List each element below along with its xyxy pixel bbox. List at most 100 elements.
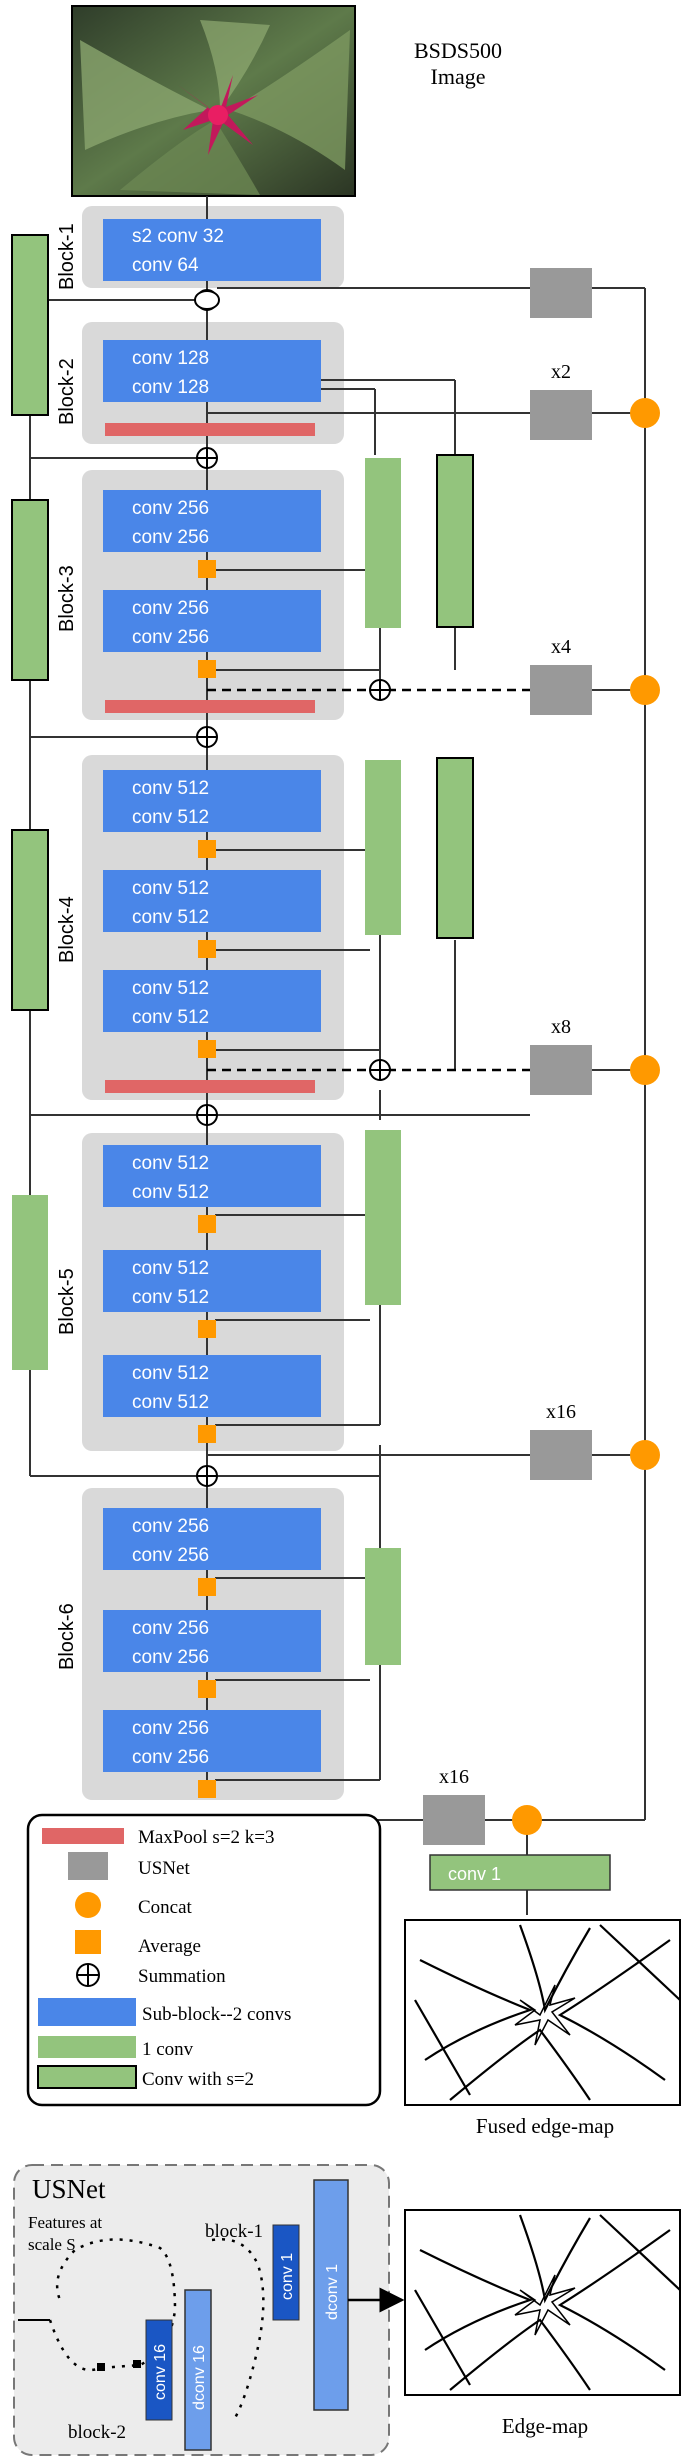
subblock <box>103 970 321 1032</box>
average-nodes <box>198 560 216 1798</box>
usnet-box <box>530 665 592 715</box>
legend-usnet: USNet <box>138 1858 190 1879</box>
subblock-text: s2 conv 32 <box>132 226 224 247</box>
subblock-text: conv 512 <box>132 1258 209 1279</box>
usnet-box <box>530 390 592 440</box>
conv-s2-bars <box>11 234 474 1011</box>
usnet-dconv1-box <box>313 2179 349 2411</box>
usnet-conv1-label: conv 1 <box>279 2253 296 2300</box>
subblock-text: conv 512 <box>132 778 209 799</box>
fuse-conv-label: conv 1 <box>448 1864 501 1884</box>
upsample-label: x16 <box>546 1401 576 1423</box>
legend-maxpool-swatch <box>42 1828 124 1844</box>
usnet-boxes <box>423 268 592 1845</box>
usnet-dconv1-label: dconv 1 <box>324 2264 341 2320</box>
subblock <box>103 1610 321 1672</box>
subblock-text: conv 512 <box>132 878 209 899</box>
concat-node <box>630 675 660 705</box>
edge-map <box>404 2209 681 2396</box>
average-square <box>198 1578 216 1596</box>
legend-conv-s2: Conv with s=2 <box>142 2069 254 2090</box>
average-square <box>198 1780 216 1798</box>
subblock-text: conv 512 <box>132 807 209 828</box>
block-label: Block-5 <box>56 1268 78 1335</box>
usnet-box <box>530 1045 592 1095</box>
usnet-block1-label: block-1 <box>205 2221 263 2242</box>
subblock-text: conv 512 <box>132 1153 209 1174</box>
one-conv-bar <box>365 760 401 935</box>
conv-s2-bar <box>11 234 49 416</box>
subblock-text: conv 256 <box>132 1718 209 1739</box>
subblock-text: conv 256 <box>132 498 209 519</box>
upsample-label: x16 <box>439 1766 469 1788</box>
upsample-label: x2 <box>551 361 571 383</box>
block-label: Block-3 <box>56 565 78 632</box>
concat-node <box>630 1440 660 1470</box>
input-title-line2: Image <box>431 64 486 89</box>
usnet-panel-title: USNet <box>32 2174 106 2204</box>
subblock-text: conv 128 <box>132 377 209 398</box>
legend-usnet-swatch <box>68 1852 108 1880</box>
legend-average: Average <box>138 1936 201 1957</box>
subblock <box>103 870 321 932</box>
flower-graphic <box>178 75 258 155</box>
usnet-block2-label: block-2 <box>68 2422 126 2443</box>
subblock-text: conv 64 <box>132 255 199 276</box>
fuse-conv-box <box>429 1854 611 1891</box>
usnet-conv16-label: conv 16 <box>152 2344 169 2400</box>
subblocks: s2 conv 32 conv 64 conv 128 conv 128 con… <box>103 219 321 1772</box>
edge-map-label: Edge-map <box>502 2414 588 2438</box>
conv-s2-bar <box>436 757 474 939</box>
subblock-text: conv 256 <box>132 627 209 648</box>
legend-subblock: Sub-block--2 convs <box>142 2004 291 2025</box>
legend-summation: Summation <box>138 1966 226 1987</box>
usnet-box <box>530 268 592 318</box>
legend: MaxPool s=2 k=3 USNet Concat Average Sum… <box>26 1813 382 2107</box>
legend-conv-s2-swatch <box>37 2065 137 2089</box>
conv-s2-bar <box>11 499 49 681</box>
one-conv-bar <box>365 1548 401 1665</box>
usnet-features-line1: Features at <box>28 2213 102 2232</box>
average-square <box>198 1425 216 1443</box>
subblock <box>103 1508 321 1570</box>
one-conv-bar <box>365 458 401 628</box>
subblock-text: conv 512 <box>132 1363 209 1384</box>
subblock <box>103 770 321 832</box>
subblock <box>103 590 321 652</box>
maxpool-bar <box>105 423 315 436</box>
concat-node <box>630 398 660 428</box>
concat-node <box>630 1055 660 1085</box>
subblock-text: conv 256 <box>132 1545 209 1566</box>
concat-nodes <box>512 398 660 1835</box>
usnet-conv1-box <box>272 2224 300 2321</box>
legend-one-conv-swatch <box>38 2036 136 2058</box>
subblock-text: conv 512 <box>132 1392 209 1413</box>
subblock-text: conv 256 <box>132 1516 209 1537</box>
one-conv-bars <box>12 458 401 1665</box>
subblock-text: conv 512 <box>132 1182 209 1203</box>
fused-edge-label: Fused edge-map <box>476 2114 614 2138</box>
average-square <box>198 940 216 958</box>
usnet-box <box>530 1430 592 1480</box>
subblock <box>103 1250 321 1312</box>
conv-s2-bar <box>436 454 474 628</box>
subblock <box>103 340 321 402</box>
subblock-text: conv 256 <box>132 598 209 619</box>
junction-node <box>194 290 220 310</box>
one-conv-bar <box>365 1130 401 1305</box>
legend-concat-swatch <box>75 1892 101 1918</box>
legend-subblock-swatch <box>38 1998 136 2026</box>
block-label: Block-4 <box>56 896 78 963</box>
subblock-text: conv 128 <box>132 348 209 369</box>
subblock-text: conv 256 <box>132 1747 209 1768</box>
usnet-conv16-box <box>145 2319 173 2421</box>
dashed-connections <box>207 688 530 1072</box>
average-square <box>198 1680 216 1698</box>
concat-node <box>512 1805 542 1835</box>
conv-s2-bar <box>11 829 49 1011</box>
legend-one-conv: 1 conv <box>142 2039 194 2060</box>
subblock <box>103 1145 321 1207</box>
usnet-dconv16-box <box>184 2289 212 2451</box>
subblock-text: conv 512 <box>132 1287 209 1308</box>
